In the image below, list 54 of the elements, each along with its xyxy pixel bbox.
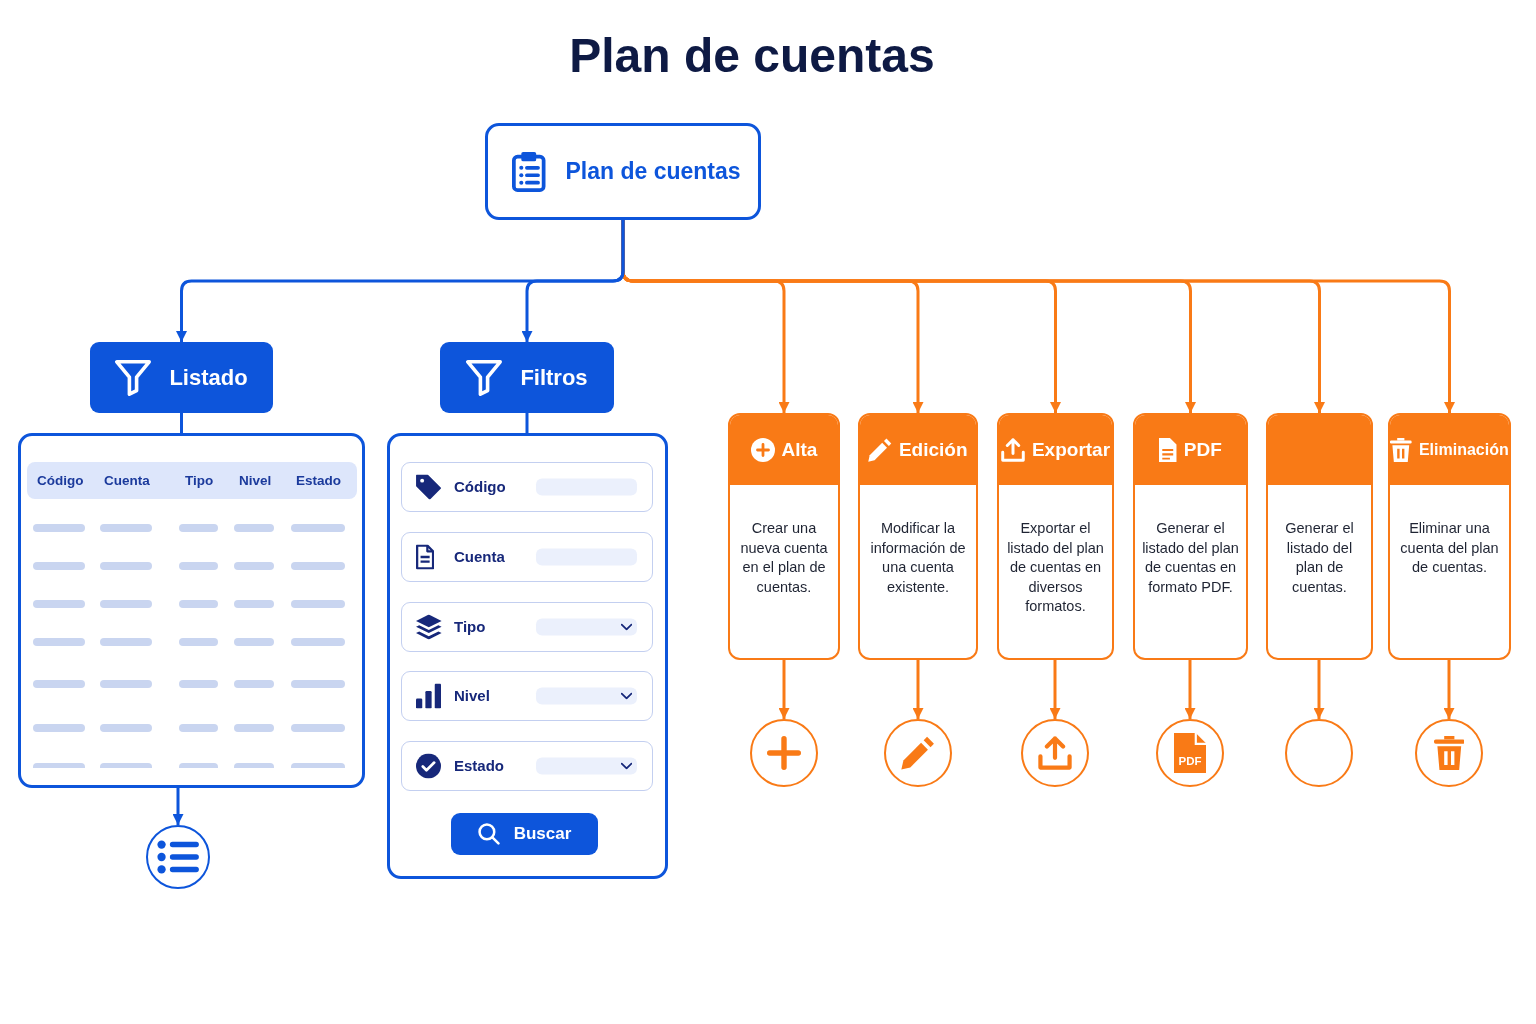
page-title: Plan de cuentas xyxy=(569,28,935,84)
table-panel xyxy=(18,433,365,788)
card-title: PDF xyxy=(1183,439,1222,461)
card-description: Crear una nueva cuenta en el plan de cuentas. xyxy=(739,519,829,597)
field-label: Código xyxy=(454,478,506,496)
filter-field xyxy=(401,462,653,512)
arrow xyxy=(1049,660,1061,719)
card-description: Modificar la información de una cuenta existente. xyxy=(869,519,967,597)
connector-line xyxy=(525,413,529,433)
card-description: Generar el listado del plan de cuentas en formato PDF. xyxy=(1141,519,1240,597)
field-label: Tipo xyxy=(454,618,486,636)
filter-panel xyxy=(387,433,668,879)
search-button: Buscar xyxy=(451,813,598,855)
action-card xyxy=(1133,413,1248,660)
filter-field xyxy=(401,671,653,721)
field-label: Cuenta xyxy=(454,548,505,566)
column-header: Nivel xyxy=(239,472,272,489)
card-description: Exportar el listado del plan de cuentas en diversos formatos. xyxy=(1006,519,1105,616)
action-card xyxy=(728,413,840,660)
section-title: Listado xyxy=(169,364,248,391)
connector-line xyxy=(180,413,183,433)
arrow xyxy=(912,660,924,719)
arrow xyxy=(778,660,790,719)
arrow xyxy=(521,220,625,342)
card-title: Edición xyxy=(898,439,968,461)
node-title: Plan de cuentas xyxy=(565,158,741,185)
arrow xyxy=(172,788,184,825)
section-title: Filtros xyxy=(520,364,588,391)
action-card xyxy=(997,413,1114,660)
filter-field xyxy=(401,532,653,582)
filter-field xyxy=(401,741,653,791)
card-title: Eliminación xyxy=(1418,441,1509,459)
column-header: Estado xyxy=(296,472,341,489)
file-type-label: PDF xyxy=(1177,755,1203,768)
field-label: Nivel xyxy=(454,687,490,705)
card-title: Alta xyxy=(781,439,818,461)
card-description: Generar el listado del plan de cuentas. xyxy=(1284,519,1355,597)
column-header: Código xyxy=(37,472,84,489)
filter-field xyxy=(401,602,653,652)
action-card xyxy=(858,413,978,660)
arrow xyxy=(1443,660,1455,719)
card-description: Eliminar una cuenta del plan de cuentas. xyxy=(1399,519,1500,577)
column-header: Tipo xyxy=(185,472,214,489)
action-card xyxy=(1266,413,1373,660)
arrow xyxy=(1313,660,1325,719)
icon-circle xyxy=(146,825,210,889)
section-header-box xyxy=(90,342,273,413)
arrow xyxy=(1184,660,1196,719)
field-label: Estado xyxy=(454,757,504,775)
root-box xyxy=(485,123,761,220)
action-card xyxy=(1388,413,1511,660)
column-header: Cuenta xyxy=(104,472,150,489)
card-title: Exportar xyxy=(1031,439,1111,461)
section-header-box xyxy=(440,342,614,413)
